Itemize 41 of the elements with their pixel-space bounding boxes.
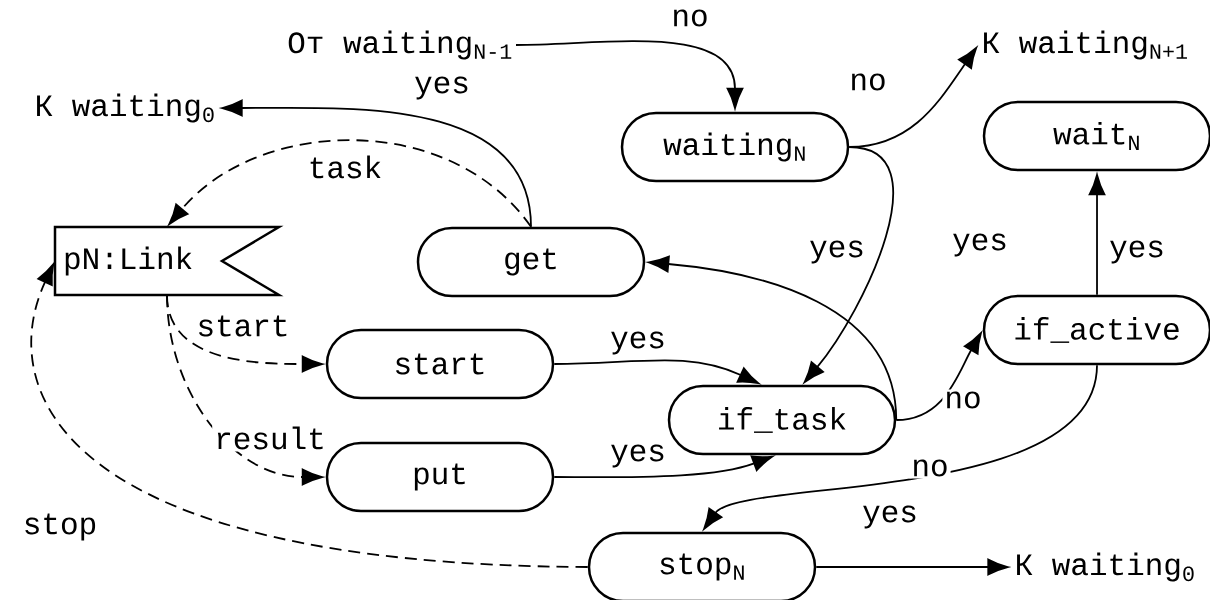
arrow bbox=[553, 359, 760, 385]
edge-label: no bbox=[847, 71, 889, 93]
edge-label: no bbox=[909, 457, 951, 479]
edge-label: yes bbox=[807, 238, 867, 266]
state-box: put bbox=[325, 441, 555, 513]
edge-label: yes bbox=[608, 442, 668, 470]
arrow bbox=[30, 263, 589, 568]
edge-label: yes bbox=[950, 231, 1010, 259]
edge-label: no bbox=[942, 389, 984, 411]
edge-label: start bbox=[194, 313, 292, 339]
arrow bbox=[815, 558, 1009, 576]
arrow bbox=[703, 364, 1098, 530]
arrow bbox=[553, 455, 774, 479]
text-label: К waiting$_{N+1}$ bbox=[984, 30, 1187, 60]
edge-label: yes bbox=[860, 503, 920, 531]
flag-box: pN:Link bbox=[53, 225, 284, 297]
edge-label: yes bbox=[608, 329, 668, 357]
arrow bbox=[166, 294, 323, 486]
arrow bbox=[803, 146, 895, 383]
edge-label: stop bbox=[20, 511, 100, 543]
state-box: stop$_{N}$ bbox=[587, 531, 817, 600]
edge-label: yes bbox=[412, 74, 472, 102]
arrow bbox=[648, 255, 898, 421]
text-label: От waiting$_{N-1}$ bbox=[288, 30, 512, 60]
state-box: waiting$_{N}$ bbox=[620, 111, 850, 183]
state-box: start bbox=[325, 328, 555, 400]
edge-label: task bbox=[305, 153, 385, 181]
state-box: if_task bbox=[667, 384, 897, 456]
arrow bbox=[895, 332, 982, 421]
edge-label: no bbox=[669, 7, 711, 29]
arrow bbox=[168, 139, 532, 228]
arrow bbox=[515, 40, 744, 109]
text-label: К waiting$_{0}$ bbox=[1017, 552, 1194, 582]
edge-label: yes bbox=[1107, 238, 1167, 266]
arrow bbox=[221, 99, 532, 228]
edge-label: result bbox=[212, 424, 328, 452]
state-box: wait$_{N}$ bbox=[982, 100, 1210, 172]
text-label: К waiting$_{0}$ bbox=[37, 93, 214, 123]
state-box: if_active bbox=[982, 294, 1210, 366]
state-box: get bbox=[416, 226, 646, 298]
arrow bbox=[1088, 174, 1106, 296]
